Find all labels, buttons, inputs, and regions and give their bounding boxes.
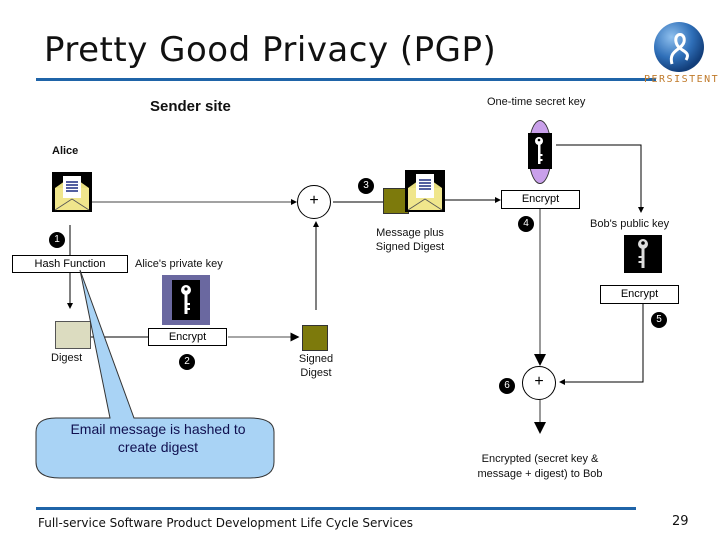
footer-rule xyxy=(36,507,636,510)
signed-digest-label-line-1: Signed xyxy=(298,353,334,365)
step-3-badge: 3 xyxy=(358,178,374,194)
signed-digest-label-line-2: Digest xyxy=(300,367,332,379)
message-plus-label: Message plus Signed Digest xyxy=(362,226,458,254)
connector-encrypt5-to-final-combiner xyxy=(559,303,644,385)
encrypt-message-box: Encrypt xyxy=(501,190,580,209)
step-5-badge: 5 xyxy=(651,312,667,328)
callout-text-line-1: Email message is hashed to xyxy=(70,421,246,437)
sender-label: Alice xyxy=(52,145,79,157)
digest-block xyxy=(55,321,91,349)
step-6-badge: 6 xyxy=(499,378,515,394)
footer-text: Full-service Software Product Developmen… xyxy=(38,516,413,530)
package-envelope-icon xyxy=(405,170,445,212)
public-key-label: Bob's public key xyxy=(590,218,670,230)
public-key-icon xyxy=(624,235,662,273)
connector-secret-key-to-public-key xyxy=(556,144,644,213)
output-label: Encrypted (secret key & message + digest… xyxy=(460,452,620,482)
page-number: 29 xyxy=(672,514,689,529)
final-combiner-plus: + xyxy=(522,366,556,400)
slide-title: Pretty Good Privacy (PGP) xyxy=(44,30,497,70)
step-4-badge: 4 xyxy=(518,216,534,232)
persistent-logo-icon xyxy=(652,20,706,74)
secret-key-icon xyxy=(528,133,552,169)
signed-digest-label: Signed Digest xyxy=(290,352,342,380)
private-key-icon xyxy=(162,275,210,325)
callout-text: Email message is hashed to create digest xyxy=(44,420,272,456)
section-title: Sender site xyxy=(150,98,231,115)
hash-function-box: Hash Function xyxy=(12,255,128,273)
message-plus-label-line-1: Message plus xyxy=(376,227,444,239)
encrypt-digest-box: Encrypt xyxy=(148,328,227,346)
private-key-label: Alice's private key xyxy=(135,258,223,270)
combiner-plus: + xyxy=(297,185,331,219)
title-rule xyxy=(36,78,656,81)
callout-text-line-2: create digest xyxy=(117,439,199,455)
encrypt-secret-key-box: Encrypt xyxy=(600,285,679,304)
secret-key-label: One-time secret key xyxy=(487,96,586,108)
message-plus-label-line-2: Signed Digest xyxy=(375,241,445,253)
logo-text: PERSISTENT xyxy=(644,74,720,85)
step-1-badge: 1 xyxy=(49,232,65,248)
package-signed-digest-block xyxy=(383,188,409,214)
signed-digest-block xyxy=(302,325,328,351)
output-label-line-2: message + digest) to Bob xyxy=(477,468,603,480)
email-envelope-icon xyxy=(52,172,92,212)
digest-label: Digest xyxy=(51,352,83,364)
step-2-badge: 2 xyxy=(179,354,195,370)
output-label-line-1: Encrypted (secret key & xyxy=(481,453,599,465)
